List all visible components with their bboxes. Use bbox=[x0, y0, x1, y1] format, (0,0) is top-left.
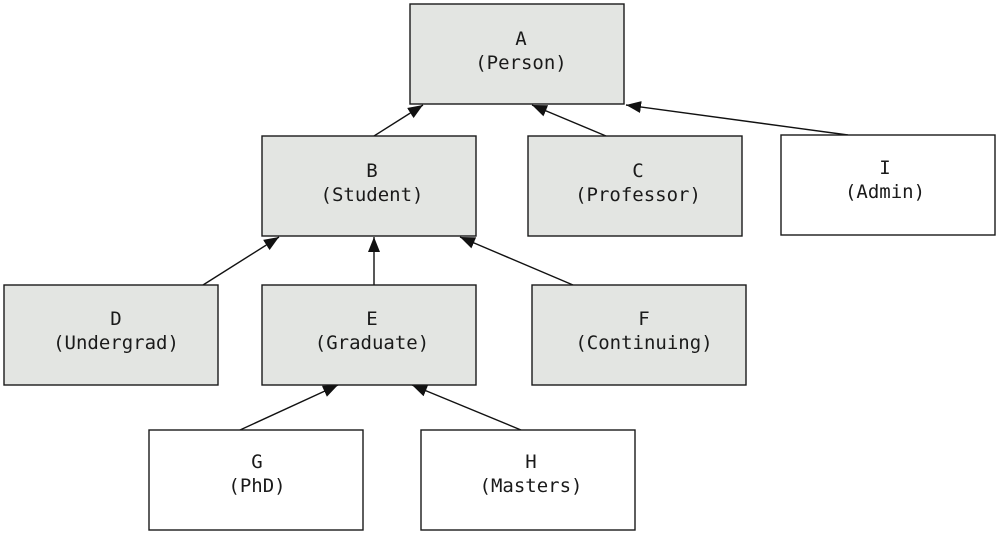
node-f-name: (Continuing) bbox=[575, 332, 712, 354]
node-i-name: (Admin) bbox=[845, 181, 925, 203]
node-d-letter: D bbox=[110, 308, 121, 330]
node-b-student: B (Student) bbox=[261, 135, 477, 237]
node-c-letter: C bbox=[632, 160, 643, 182]
node-g-phd: G (PhD) bbox=[148, 429, 364, 531]
edge-b-to-a bbox=[373, 104, 424, 137]
node-f-letter: F bbox=[638, 308, 649, 330]
edge-f-to-b bbox=[459, 236, 574, 286]
node-e-graduate: E (Graduate) bbox=[261, 284, 477, 386]
node-h-name: (Masters) bbox=[480, 475, 583, 497]
node-d-undergrad: D (Undergrad) bbox=[3, 284, 219, 386]
edge-h-to-e bbox=[411, 384, 522, 431]
node-f-continuing: F (Continuing) bbox=[531, 284, 747, 386]
edge-c-to-a bbox=[531, 104, 607, 137]
node-b-letter: B bbox=[366, 160, 377, 182]
edges-layer bbox=[202, 101, 849, 431]
node-g-letter: G bbox=[251, 451, 262, 473]
node-a-name: (Person) bbox=[475, 52, 567, 74]
node-e-letter: E bbox=[366, 308, 377, 330]
node-e-name: (Graduate) bbox=[315, 332, 429, 354]
node-a-letter: A bbox=[515, 28, 527, 50]
node-c-name: (Professor) bbox=[575, 184, 701, 206]
node-i-admin: I (Admin) bbox=[780, 134, 996, 236]
node-g-name: (PhD) bbox=[228, 475, 285, 497]
node-b-name: (Student) bbox=[321, 184, 424, 206]
node-i-letter: I bbox=[879, 157, 890, 179]
node-c-professor: C (Professor) bbox=[527, 135, 743, 237]
node-h-masters: H (Masters) bbox=[420, 429, 636, 531]
edge-d-to-b bbox=[202, 236, 280, 286]
edge-i-to-a bbox=[625, 101, 849, 136]
node-d-name: (Undergrad) bbox=[53, 332, 179, 354]
node-h-letter: H bbox=[525, 451, 536, 473]
edge-g-to-e bbox=[239, 384, 339, 431]
node-a-person: A (Person) bbox=[409, 3, 625, 105]
